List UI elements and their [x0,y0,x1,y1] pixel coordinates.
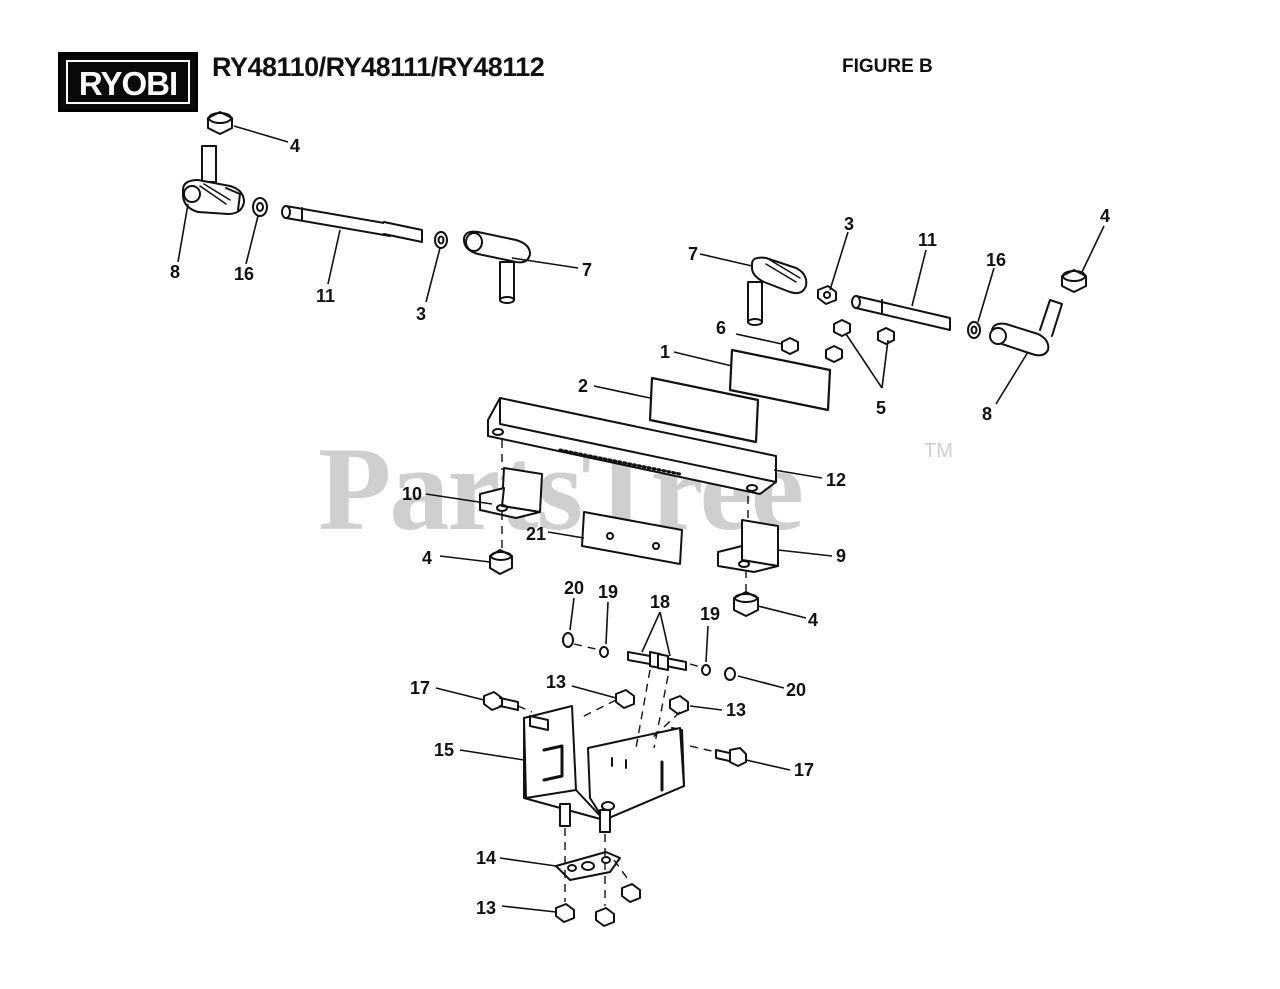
callout-4: 4 [422,548,432,568]
leader-lines [177,125,1105,913]
callout-8: 8 [170,262,180,282]
left-washer [252,197,268,217]
bracket-10 [479,467,543,519]
figure-label: FIGURE B [842,56,933,77]
callout-19: 19 [598,582,618,602]
pad-1 [728,348,832,412]
callout-8: 8 [982,404,992,424]
right-tie-rod [851,295,951,331]
bolt-17-left [483,691,519,711]
callout-6: 6 [716,318,726,338]
callout-12: 12 [826,470,846,490]
nut-13-upper-left [615,689,635,709]
callout-4: 4 [290,136,300,156]
lock-nut-4-left [489,549,513,575]
bolts-5 [833,319,895,345]
callout-18: 18 [650,592,670,612]
left-tie-rod [281,205,423,243]
callout-14: 14 [476,848,496,868]
callout-15: 15 [434,740,454,760]
callout-21: 21 [526,524,546,544]
stud-plate-14 [555,803,621,881]
right-flange-nut [1061,269,1087,293]
left-jam-nut [434,231,448,249]
callout-3: 3 [416,304,426,324]
right-washer [967,321,981,339]
callout-19: 19 [700,604,720,624]
pad-2 [648,376,760,444]
callout-11: 11 [316,286,335,306]
left-ball-joint [182,145,245,215]
callout-5: 5 [876,398,886,418]
rack-bracket-12 [487,397,777,495]
brand-text: RYOBI [66,60,190,104]
callout-3: 3 [844,214,854,234]
callout-labels: 4 8 16 11 3 7 7 3 11 16 4 8 6 1 2 5 12 1… [170,136,1110,918]
lock-nut-4-right [733,591,759,617]
bracket-9 [717,519,779,573]
assembly-lines [501,440,749,906]
lock-nuts-13-lower [555,883,641,927]
callout-16: 16 [986,250,1006,270]
left-flange-nut [207,111,233,135]
callout-17: 17 [410,678,430,698]
callout-11: 11 [918,230,937,250]
callout-20: 20 [564,578,584,598]
callout-13: 13 [476,898,496,918]
ryobi-logo: RYOBI [58,52,198,112]
callout-4: 4 [1100,206,1110,226]
hex-nuts-6 [781,337,843,363]
callout-7: 7 [688,244,698,264]
right-outer-ball-joint [989,299,1063,357]
model-title: RY48110/RY48111/RY48112 [212,52,545,82]
nut-13-upper-right [669,695,689,715]
callout-13: 13 [546,672,566,692]
callout-13: 13 [726,700,746,720]
callout-9: 9 [836,546,846,566]
callout-20: 20 [786,680,806,700]
spring-washer-19-right [701,664,711,676]
callout-4: 4 [808,610,818,630]
callout-2: 2 [578,376,588,396]
right-jam-nut [817,285,837,305]
bolts-18 [627,651,687,671]
left-outer-ball-joint [463,230,531,304]
washer-20-left [562,632,574,648]
washer-20-right [724,667,736,681]
callout-7: 7 [582,260,592,280]
callout-16: 16 [234,264,254,284]
bolt-17-right [715,747,747,767]
right-inner-ball-joint [747,256,808,326]
spring-washer-19-left [599,646,609,658]
callout-17: 17 [794,760,814,780]
callout-1: 1 [660,342,670,362]
plate-21 [581,511,683,565]
mount-bracket-15 [523,705,685,821]
callout-10: 10 [402,484,422,504]
watermark-trademark: TM [924,440,953,462]
